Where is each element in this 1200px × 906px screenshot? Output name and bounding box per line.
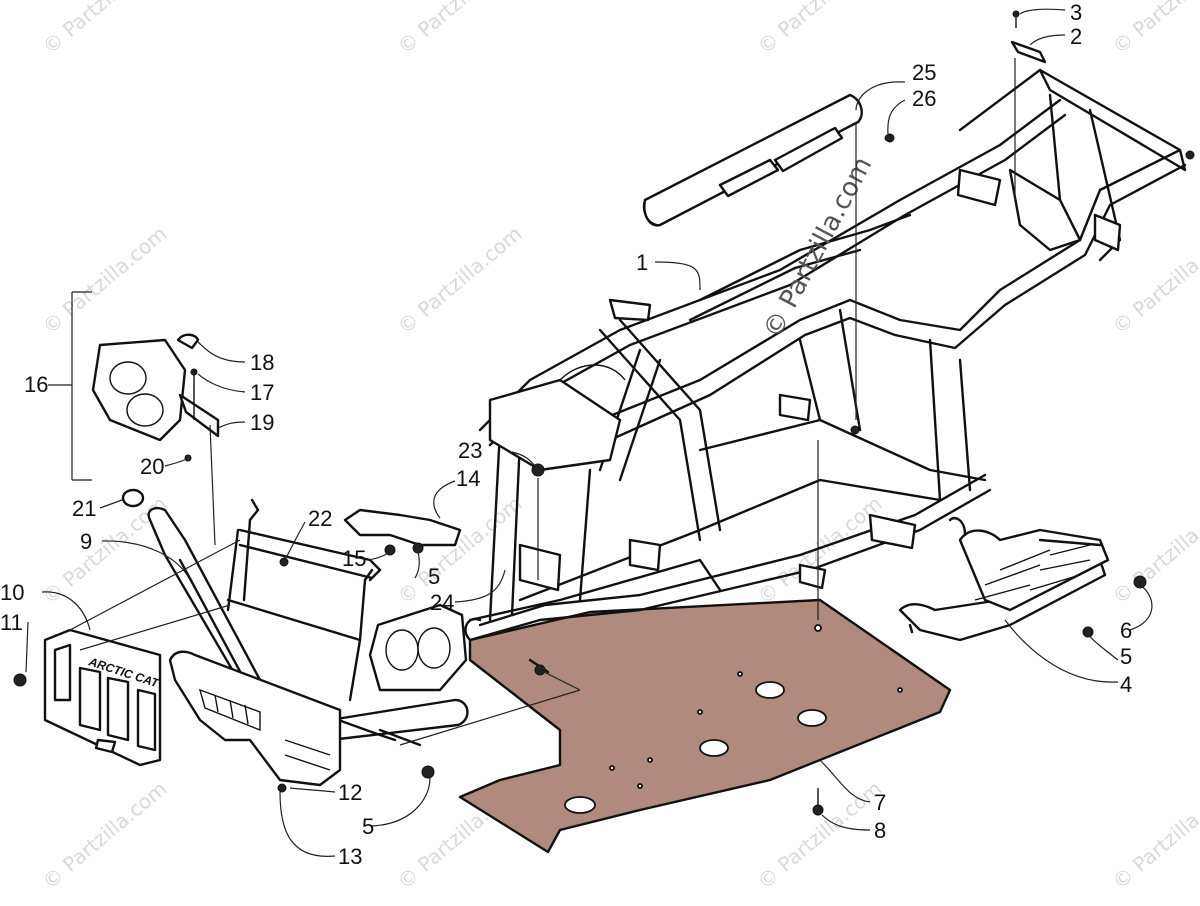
callout-6: 6 — [1120, 618, 1132, 643]
callout-17: 17 — [250, 380, 274, 405]
watermark: © Partzilla.com — [38, 221, 172, 339]
callout-5: 5 — [428, 564, 440, 589]
side-bracket — [343, 508, 462, 547]
callout-14: 14 — [456, 466, 480, 491]
fasteners — [13, 463, 1147, 816]
callout-21: 21 — [72, 496, 96, 521]
callout-5: 5 — [362, 814, 374, 839]
callout-15: 15 — [342, 546, 366, 571]
lower-grille — [168, 650, 342, 787]
callout-22: 22 — [308, 506, 332, 531]
footrest — [898, 516, 1110, 642]
callout-23: 23 — [458, 438, 482, 463]
callout-13: 13 — [338, 844, 362, 869]
heat-shield — [642, 93, 892, 227]
callouts: 1 2 3 4 5 5 5 6 7 8 9 10 11 12 13 14 15 … — [0, 0, 1132, 869]
callout-9: 9 — [80, 529, 92, 554]
watermark: © Partzilla.com — [38, 0, 172, 59]
leader-lines — [25, 8, 1153, 857]
callout-25: 25 — [912, 60, 936, 85]
watermark-center: © Partzilla.com — [758, 152, 879, 343]
main-frame — [464, 68, 1195, 676]
watermark: © Partzilla.com — [1108, 0, 1200, 59]
watermark: © Partzilla.com — [1108, 776, 1200, 894]
watermark: © Partzilla.com — [753, 776, 887, 894]
callout-12: 12 — [338, 780, 362, 805]
callout-26: 26 — [912, 86, 936, 111]
callout-3: 3 — [1070, 0, 1082, 25]
callout-10: 10 — [0, 580, 24, 605]
watermark: © Partzilla.com — [393, 221, 527, 339]
watermark: © Partzilla.com — [1108, 221, 1200, 339]
watermark: © Partzilla.com — [753, 0, 887, 59]
callout-5: 5 — [1120, 644, 1132, 669]
callout-16: 16 — [24, 372, 48, 397]
headlight-assembly-right — [368, 603, 468, 692]
grille-panel: ARCTIC CAT — [43, 628, 162, 767]
watermark: © Partzilla.com — [393, 0, 527, 59]
watermark: © Partzilla.com — [393, 491, 527, 609]
watermark: © Partzilla.com — [1108, 491, 1200, 609]
callout-1: 1 — [636, 250, 648, 275]
callout-11: 11 — [0, 610, 23, 635]
top-bracket — [1010, 10, 1047, 64]
callout-4: 4 — [1120, 672, 1132, 697]
callout-24: 24 — [430, 590, 454, 615]
watermark: © Partzilla.com — [38, 776, 172, 894]
callout-19: 19 — [250, 410, 274, 435]
callout-20: 20 — [140, 454, 164, 479]
callout-2: 2 — [1070, 24, 1082, 49]
headlight-assembly-left — [91, 333, 220, 462]
skid-plate — [458, 598, 952, 854]
callout-8: 8 — [874, 818, 886, 843]
callout-7: 7 — [874, 790, 886, 815]
callout-18: 18 — [250, 350, 274, 375]
